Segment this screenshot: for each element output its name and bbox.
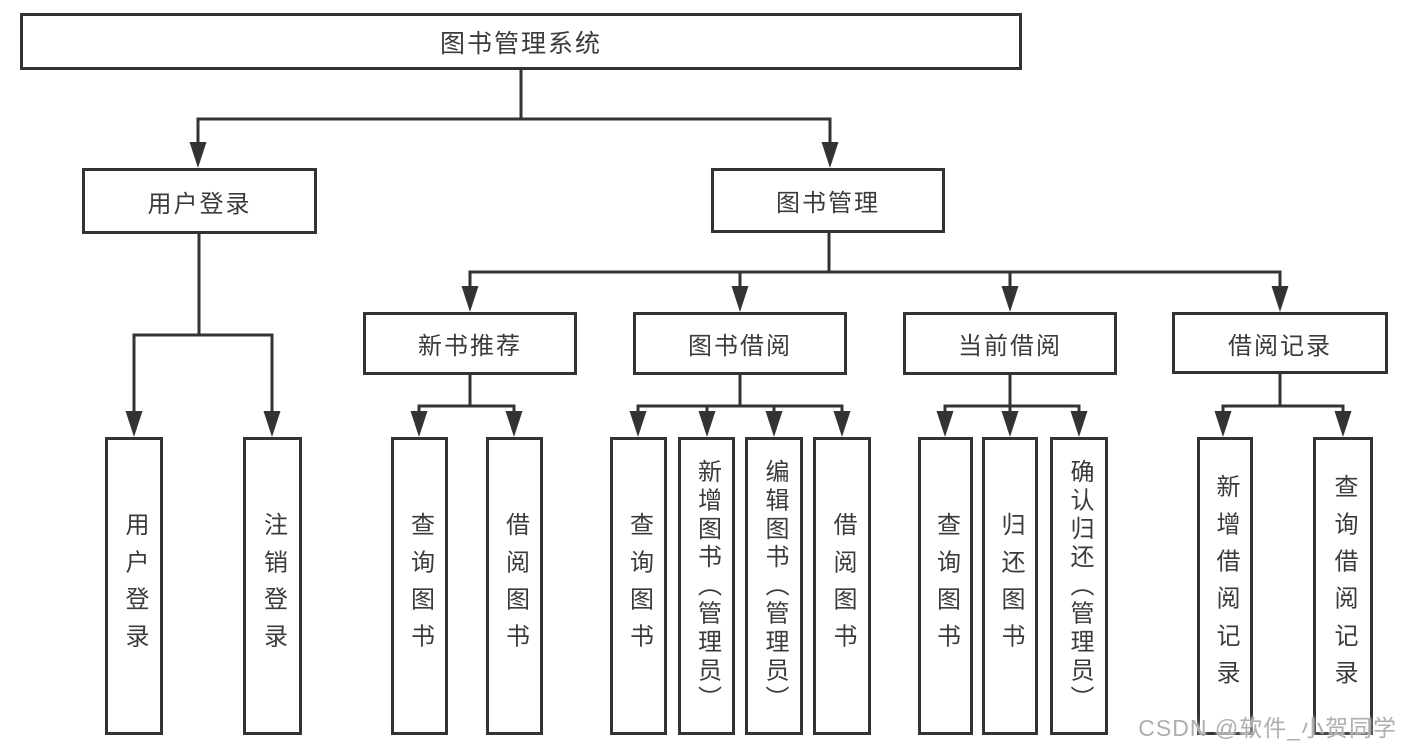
- node-label-leaf-borrow-books-recommend: 借阅图书: [501, 511, 529, 661]
- node-label-system-root: 图书管理系统: [439, 29, 602, 58]
- node-leaf-add-books-admin: 新增图书（管理员）: [678, 437, 735, 735]
- node-user-login: 用户登录: [82, 168, 317, 234]
- node-label-leaf-return-books: 归还图书: [997, 511, 1024, 661]
- node-label-leaf-edit-books-admin: 编辑图书（管理员）: [761, 458, 788, 714]
- node-label-leaf-confirm-return-admin: 确认归还（管理员）: [1066, 458, 1093, 714]
- node-book-management: 图书管理: [711, 168, 945, 233]
- node-label-leaf-query-borrow-record: 查询借阅记录: [1330, 474, 1357, 698]
- node-label-leaf-user-login: 用户登录: [121, 511, 148, 661]
- node-label-new-book-recommend: 新书推荐: [418, 333, 522, 360]
- node-leaf-query-books-recommend: 查询图书: [391, 437, 448, 735]
- node-system-root: 图书管理系统: [20, 13, 1022, 70]
- node-label-leaf-borrow-books-borrowing: 借阅图书: [829, 511, 856, 661]
- node-label-user-login: 用户登录: [147, 190, 252, 218]
- node-leaf-edit-books-admin: 编辑图书（管理员）: [745, 437, 803, 735]
- node-current-borrowing: 当前借阅: [903, 312, 1117, 375]
- node-leaf-logout-login: 注销登录: [243, 437, 302, 735]
- node-label-current-borrowing: 当前借阅: [958, 333, 1062, 360]
- node-label-book-management: 图书管理: [776, 190, 880, 217]
- node-leaf-borrow-books-recommend: 借阅图书: [486, 437, 543, 735]
- node-leaf-query-books-current: 查询图书: [918, 437, 973, 735]
- node-leaf-confirm-return-admin: 确认归还（管理员）: [1050, 437, 1108, 735]
- watermark: CSDN @软件_小贺同学: [1138, 715, 1397, 741]
- node-leaf-add-borrow-record: 新增借阅记录: [1197, 437, 1253, 735]
- node-leaf-query-borrow-record: 查询借阅记录: [1313, 437, 1373, 735]
- node-leaf-user-login: 用户登录: [105, 437, 163, 735]
- node-leaf-return-books: 归还图书: [982, 437, 1038, 735]
- node-label-leaf-query-books-current: 查询图书: [932, 511, 960, 661]
- node-label-leaf-add-borrow-record: 新增借阅记录: [1212, 474, 1239, 698]
- node-new-book-recommend: 新书推荐: [363, 312, 577, 375]
- node-label-borrowing-records: 借阅记录: [1228, 332, 1332, 360]
- node-label-leaf-logout-login: 注销登录: [259, 511, 287, 661]
- node-label-book-borrowing: 图书借阅: [688, 333, 792, 360]
- node-leaf-query-books-borrowing: 查询图书: [610, 437, 667, 735]
- node-borrowing-records: 借阅记录: [1172, 312, 1388, 374]
- node-book-borrowing: 图书借阅: [633, 312, 847, 375]
- node-label-leaf-query-books-recommend: 查询图书: [406, 511, 434, 661]
- node-leaf-borrow-books-borrowing: 借阅图书: [813, 437, 871, 735]
- node-label-leaf-add-books-admin: 新增图书（管理员）: [693, 458, 721, 714]
- node-label-leaf-query-books-borrowing: 查询图书: [625, 511, 653, 661]
